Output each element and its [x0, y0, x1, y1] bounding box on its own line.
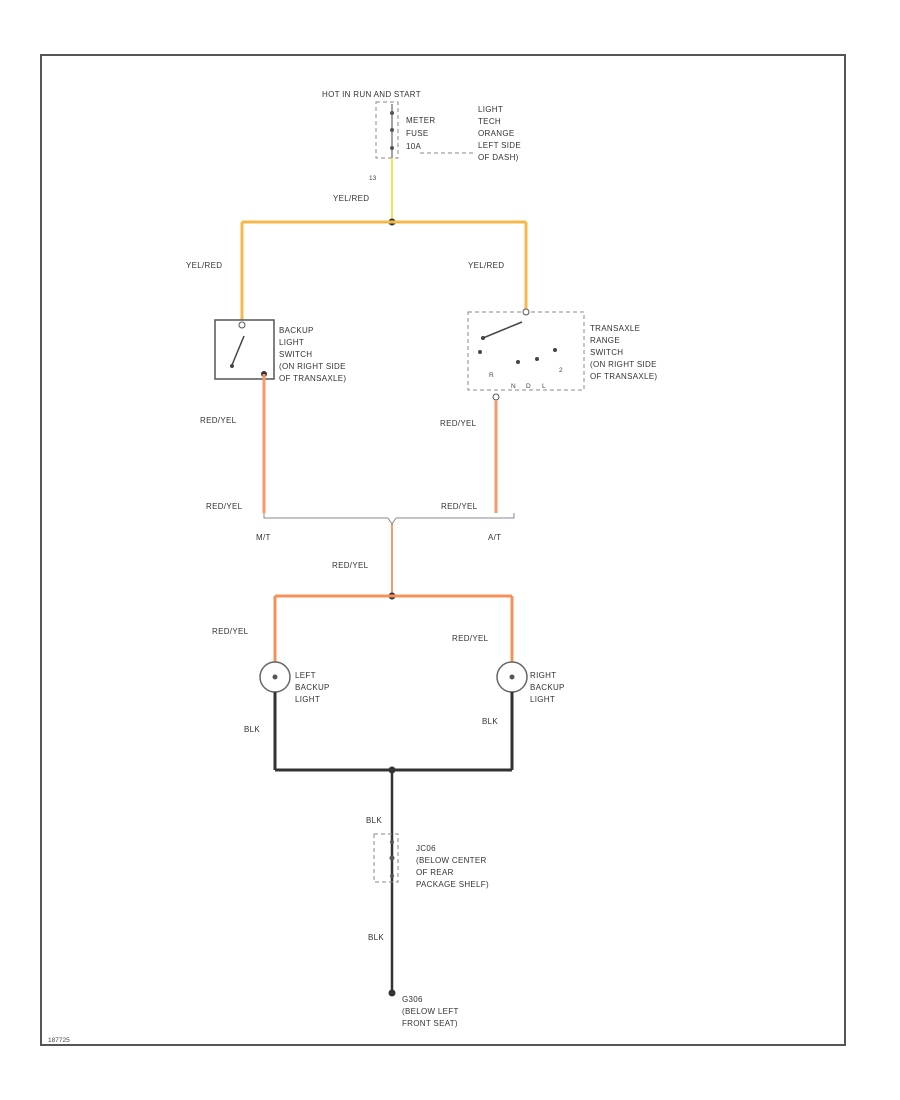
fuse-location-5: OF DASH): [478, 153, 519, 162]
right-light-label-2: BACKUP: [530, 683, 565, 692]
range-position-n: N: [511, 383, 516, 390]
range-switch-input-contact: [522, 308, 530, 316]
fuse-location-4: LEFT SIDE: [478, 141, 521, 150]
blk-top-label: BLK: [366, 816, 382, 825]
left-ground-wire-label: BLK: [244, 725, 260, 734]
fuse-terminal-top: [390, 111, 394, 115]
fuse-label-3: 10A: [406, 142, 421, 151]
backup-switch-blade: [231, 335, 245, 366]
backup-light-switch-box: [214, 319, 275, 380]
range-contact-2: [516, 360, 520, 364]
backup-switch-label-2: LIGHT: [279, 338, 304, 347]
junction-label-2: (BELOW CENTER: [416, 856, 487, 865]
junction-terminal-mid: [389, 855, 395, 861]
left-light-label-1: LEFT: [295, 671, 316, 680]
right-light-label-1: RIGHT: [530, 671, 556, 680]
range-switch-output-contact: [492, 393, 500, 401]
range-contact-3: [535, 357, 539, 361]
fuse-location-1: LIGHT: [478, 105, 503, 114]
right-light-label-3: LIGHT: [530, 695, 555, 704]
range-switch-label-2: RANGE: [590, 336, 620, 345]
junction-connector-outline: [373, 833, 399, 883]
backup-switch-label-3: SWITCH: [279, 350, 312, 359]
range-switch-label-1: TRANSAXLE: [590, 324, 640, 333]
right-ground-wire-label: BLK: [482, 717, 498, 726]
backup-switch-label-5: OF TRANSAXLE): [279, 374, 346, 383]
range-position-l: L: [542, 383, 546, 390]
center-wire-label: RED/YEL: [332, 561, 369, 570]
junction-terminal-top: [390, 840, 394, 844]
mt-option-label: M/T: [256, 533, 271, 542]
at-low-wire-label: RED/YEL: [441, 502, 478, 511]
range-switch-label-5: OF TRANSAXLE): [590, 372, 657, 381]
range-switch-label-4: (ON RIGHT SIDE: [590, 360, 657, 369]
range-contact-1: [478, 350, 482, 354]
left-light-label-2: BACKUP: [295, 683, 330, 692]
left-light-label-3: LIGHT: [295, 695, 320, 704]
range-switch-label-3: SWITCH: [590, 348, 623, 357]
fuse-terminal-mid: [390, 128, 394, 132]
fuse-label-1: METER: [406, 116, 436, 125]
fuse-block-outline: [375, 101, 399, 159]
junction-label-3: OF REAR: [416, 868, 454, 877]
blk-bottom-label: BLK: [368, 933, 384, 942]
range-position-2: 2: [559, 367, 563, 374]
junction-terminal-bottom: [390, 874, 394, 878]
fuse-pin-number: 13: [369, 175, 377, 182]
ground-label-1: G306: [402, 995, 423, 1004]
right-branch-wire-label: YEL/RED: [468, 261, 504, 270]
range-switch-blade: [482, 321, 523, 339]
right-light-wire-label: RED/YEL: [452, 634, 489, 643]
top-feed-wire-label: YEL/RED: [333, 194, 369, 203]
fuse-location-3: ORANGE: [478, 129, 514, 138]
diagram-footer-id: 187725: [48, 1037, 70, 1044]
backup-switch-label-1: BACKUP: [279, 326, 314, 335]
range-switch-pivot: [481, 336, 485, 340]
mt-mid-wire-label: RED/YEL: [200, 416, 237, 425]
hot-in-run-label: HOT IN RUN AND START: [322, 90, 421, 99]
fuse-label-2: FUSE: [406, 129, 429, 138]
range-position-d: D: [526, 383, 531, 390]
right-bulb-filament: [509, 674, 515, 680]
range-switch-box: [467, 311, 585, 391]
range-position-r: R: [489, 372, 494, 379]
at-option-label: A/T: [488, 533, 501, 542]
fuse-location-2: TECH: [478, 117, 501, 126]
at-mid-wire-label: RED/YEL: [440, 419, 477, 428]
fuse-terminal-bottom: [390, 146, 394, 150]
junction-label-4: PACKAGE SHELF): [416, 880, 489, 889]
ground-label-3: FRONT SEAT): [402, 1019, 458, 1028]
option-bracket: [263, 513, 515, 525]
mt-low-wire-label: RED/YEL: [206, 502, 243, 511]
left-light-wire-label: RED/YEL: [212, 627, 249, 636]
backup-switch-top-contact: [238, 321, 246, 329]
range-contact-4: [553, 348, 557, 352]
backup-switch-pivot: [230, 364, 234, 368]
left-bulb-filament: [272, 674, 278, 680]
junction-label-1: JC06: [416, 844, 436, 853]
ground-label-2: (BELOW LEFT: [402, 1007, 459, 1016]
left-branch-wire-label: YEL/RED: [186, 261, 222, 270]
ground-point: [388, 989, 396, 997]
backup-switch-label-4: (ON RIGHT SIDE: [279, 362, 346, 371]
diagram-frame: [40, 54, 846, 1046]
